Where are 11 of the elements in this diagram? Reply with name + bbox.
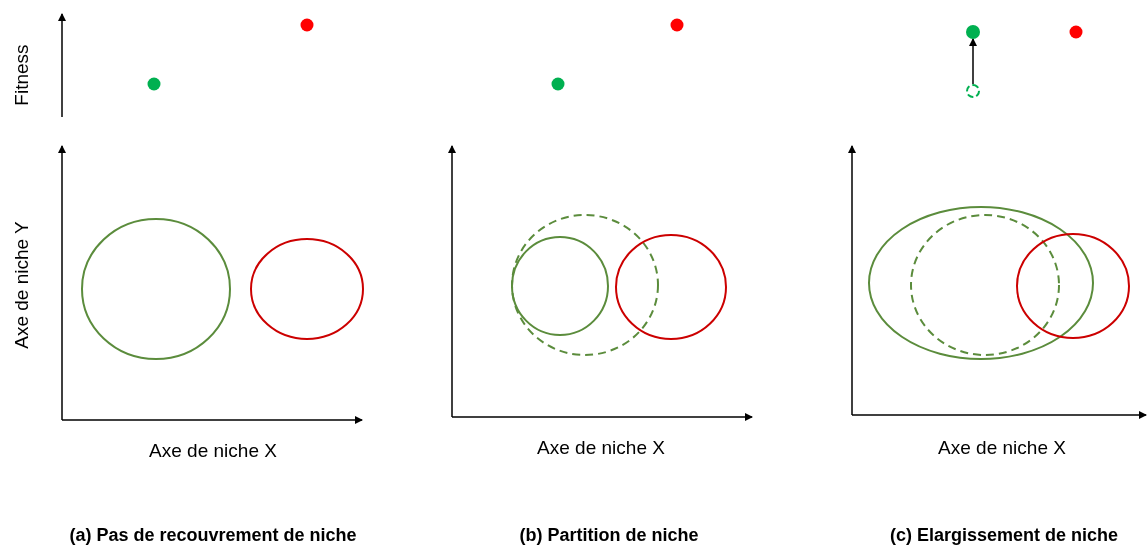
axis-label: Fitness: [11, 44, 33, 106]
panel-caption: (b) Partition de niche: [519, 524, 699, 546]
fitness-dot: [966, 25, 980, 39]
panel-caption: (a) Pas de recouvrement de niche: [69, 524, 357, 546]
axis-label: Axe de niche X: [537, 437, 665, 459]
hollow-dot: [966, 84, 980, 98]
arrow: [969, 38, 977, 85]
axis-label: Axe de niche X: [149, 440, 277, 462]
axis-label: Axe de niche Y: [11, 221, 33, 349]
axis-label: Axe de niche X: [938, 437, 1066, 459]
panel-caption: (c) Elargissement de niche: [889, 524, 1119, 546]
